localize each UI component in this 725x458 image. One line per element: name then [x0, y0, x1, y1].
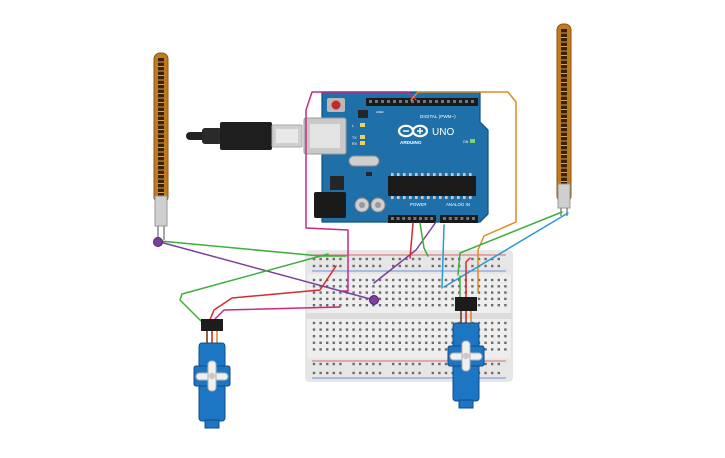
- analog-header: [440, 215, 478, 223]
- tx-label: TX: [352, 136, 357, 140]
- digital-header: [366, 98, 478, 106]
- rx-label: RX: [352, 142, 358, 146]
- wire-blue-flex-right: [443, 212, 569, 288]
- flex-sensor-left[interactable]: [153, 52, 169, 240]
- wire-pink-digital: [305, 91, 417, 292]
- wire-green-servo-left: [179, 253, 329, 323]
- wires: [159, 91, 569, 323]
- junction-breadboard: [369, 295, 379, 305]
- aref-label: AREF: [376, 110, 384, 114]
- model-label: UNO: [432, 127, 454, 138]
- power-header: [388, 215, 436, 223]
- on-label: ON: [463, 140, 469, 144]
- l-label: L: [352, 124, 354, 128]
- crystal: [348, 155, 380, 167]
- atmega-chip: [388, 176, 476, 196]
- junction-flex-left: [153, 237, 163, 247]
- arduino-logo: [397, 124, 429, 138]
- wire-red-5v: [409, 222, 414, 259]
- analog-label: ANALOG IN: [446, 202, 470, 207]
- wire-orange-digital: [410, 91, 517, 293]
- power-label: POWER: [410, 202, 427, 207]
- flex-sensor-right[interactable]: [556, 23, 572, 216]
- servo-right[interactable]: [447, 297, 485, 409]
- wire-red-servo-left: [208, 265, 337, 323]
- breadboard-holes: [312, 257, 507, 375]
- servo-left[interactable]: [193, 319, 231, 429]
- wire-green-gnd: [419, 222, 429, 257]
- wire-pink-servo-left: [213, 306, 341, 321]
- brand-label: ARDUINO: [400, 140, 422, 145]
- usb-cable: [186, 122, 303, 150]
- arduino-uno-board[interactable]: DIGITAL (PWM~) AREF UNO ARDUINO TX RX L …: [303, 91, 489, 223]
- power-jack: [314, 192, 346, 218]
- wire-green-flex-right: [457, 211, 563, 276]
- wire-purple-to-arduino: [373, 221, 437, 284]
- wire-red-servo-right: [465, 257, 471, 299]
- wire-blue-analog: [441, 224, 445, 289]
- digital-label: DIGITAL (PWM~): [420, 114, 456, 119]
